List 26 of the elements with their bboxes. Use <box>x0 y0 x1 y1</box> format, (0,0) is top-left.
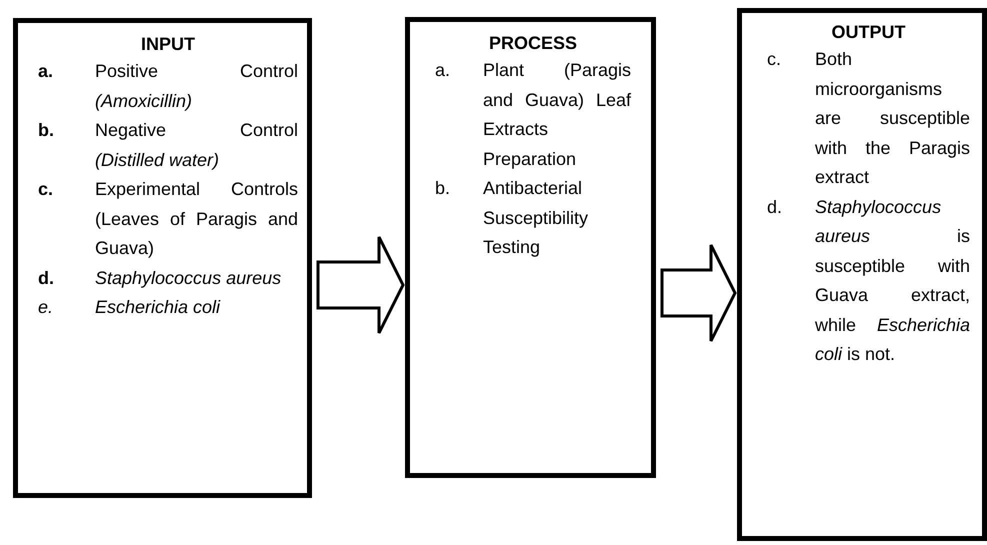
list-marker: c. <box>38 178 54 201</box>
list-marker: e. <box>38 296 54 319</box>
list-marker: d. <box>38 266 55 290</box>
list-item-text: Staphylococcus aureus is susceptible with Guava extract, while Escherichia coli is not. <box>815 196 970 366</box>
list-marker: b. <box>38 119 55 142</box>
list-marker: c. <box>767 48 782 71</box>
text-box <box>13 18 312 498</box>
text-box <box>737 8 987 541</box>
list-item-text: Experimental Controls (Leaves of Paragis and Guava) <box>95 178 298 260</box>
list-item-text: Escherichia coli <box>95 296 222 319</box>
box-heading: INPUT <box>140 33 196 56</box>
list-item-text: Both microorganisms are susceptible with the Paragis extract <box>815 48 970 189</box>
list-marker: b. <box>435 177 452 200</box>
list-marker: a. <box>38 60 54 83</box>
list-item-text: Positive Control (Amoxicillin) <box>95 60 298 113</box>
list-item-text: Antibacterial Susceptibility Testing <box>483 177 590 259</box>
list-marker: d. <box>767 196 784 218</box>
list-item-text: Plant (Paragis and Guava) Leaf Extracts Preparation <box>483 59 631 171</box>
box-heading: PROCESS <box>488 32 578 55</box>
block-arrow <box>660 244 737 342</box>
box-heading: OUTPUT <box>830 21 906 44</box>
list-marker: a. <box>435 59 452 82</box>
list-item-text: Staphylococcus aureus <box>95 266 282 290</box>
list-item-text: Negative Control (Distilled water) <box>95 119 298 172</box>
text-box <box>405 17 656 478</box>
block-arrow <box>316 236 405 334</box>
